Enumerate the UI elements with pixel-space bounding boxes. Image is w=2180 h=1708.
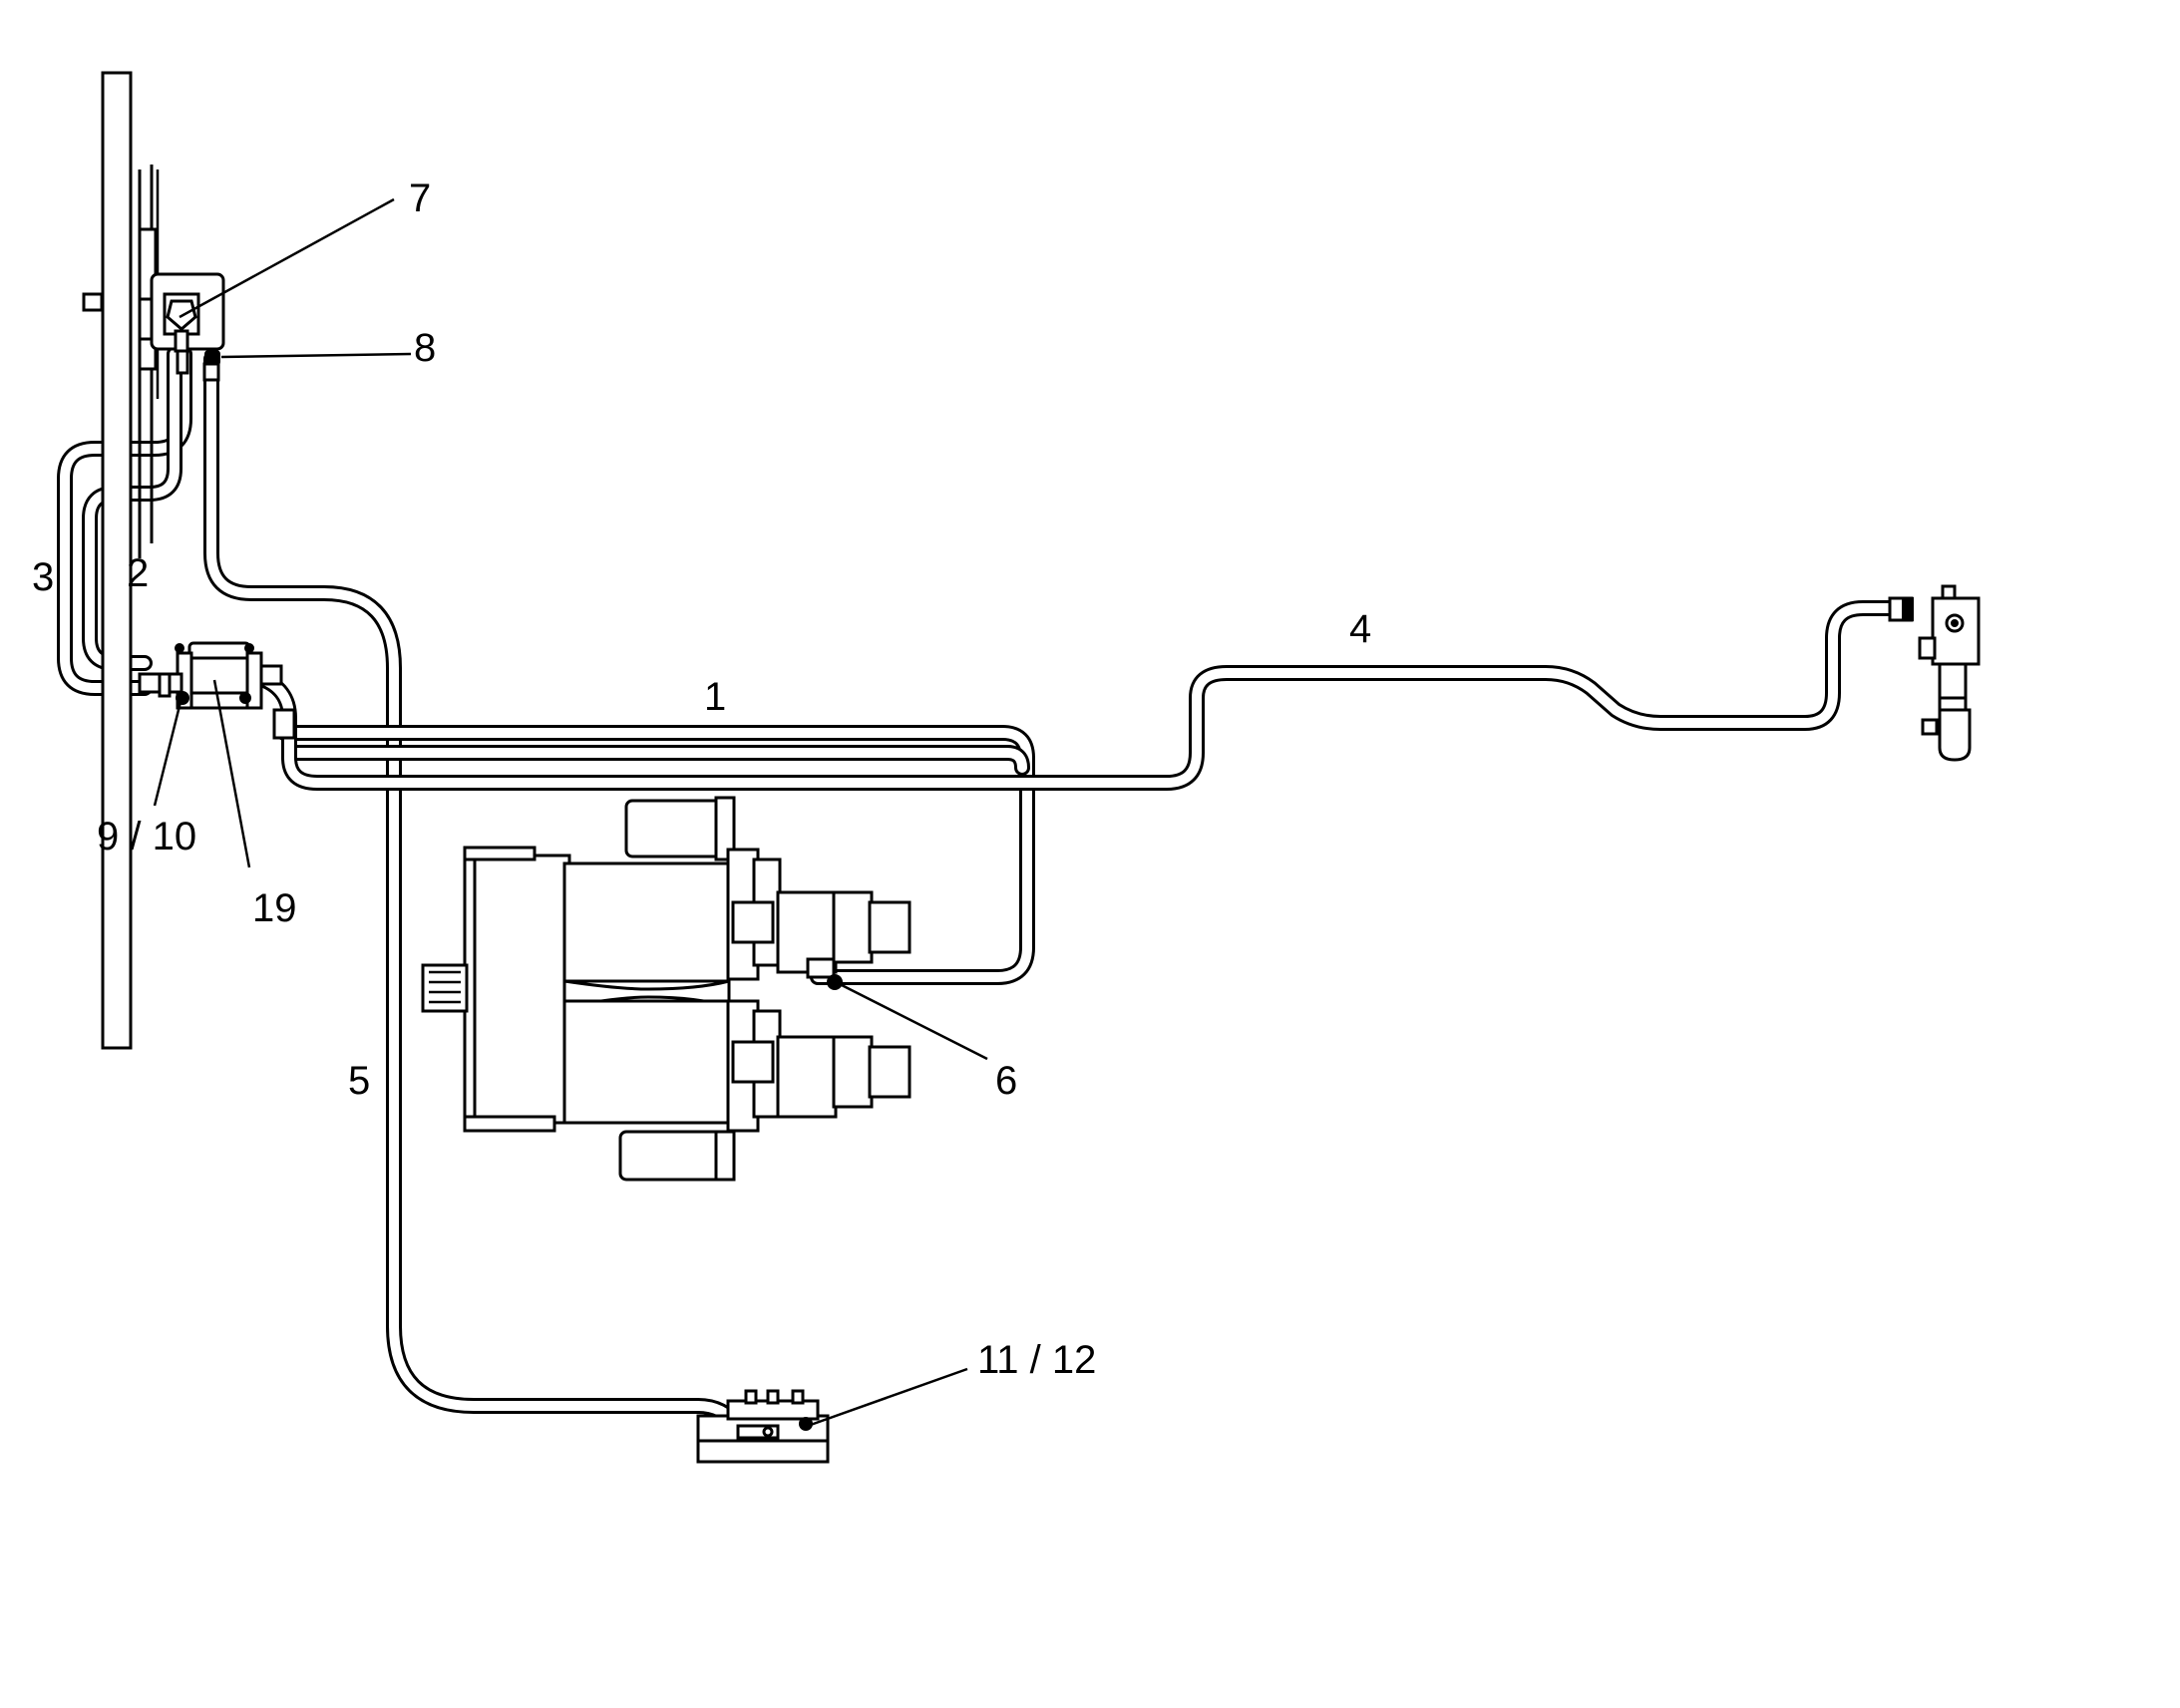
callout-11-12: 11 / 12 — [977, 1338, 1096, 1382]
callout-4: 4 — [1349, 607, 1371, 651]
leader-11-12 — [807, 1367, 968, 1428]
upright-frame — [82, 71, 160, 1050]
callout-1: 1 — [704, 675, 726, 719]
leader-9-10 — [153, 697, 183, 807]
hose-4 — [251, 600, 1903, 791]
callout-7: 7 — [409, 176, 431, 220]
callout-8: 8 — [414, 326, 436, 370]
right-valve — [1888, 584, 1981, 762]
hose-1 — [276, 725, 1035, 985]
callout-6: 6 — [995, 1059, 1017, 1103]
manifold-block-19 — [138, 641, 296, 740]
leader-8 — [220, 352, 412, 359]
leader-7 — [179, 197, 395, 319]
top-bracket — [150, 272, 225, 382]
callout-labels: 7 8 3 2 1 4 9 / 10 19 6 5 11 / 12 — [32, 176, 1371, 1382]
hose-5 — [203, 351, 766, 1444]
leader-lines — [153, 197, 988, 1428]
callout-9-10: 9 / 10 — [97, 815, 196, 858]
hoses — [57, 346, 1903, 1444]
hydraulic-pump — [421, 796, 911, 1182]
callout-19: 19 — [252, 886, 297, 930]
callout-2: 2 — [127, 551, 149, 595]
hose-2 — [82, 346, 182, 671]
leader-19 — [212, 679, 251, 868]
callout-5: 5 — [348, 1059, 370, 1103]
callout-3: 3 — [32, 555, 54, 599]
hose-1-parallel — [281, 745, 1030, 776]
leader-6 — [837, 981, 988, 1061]
